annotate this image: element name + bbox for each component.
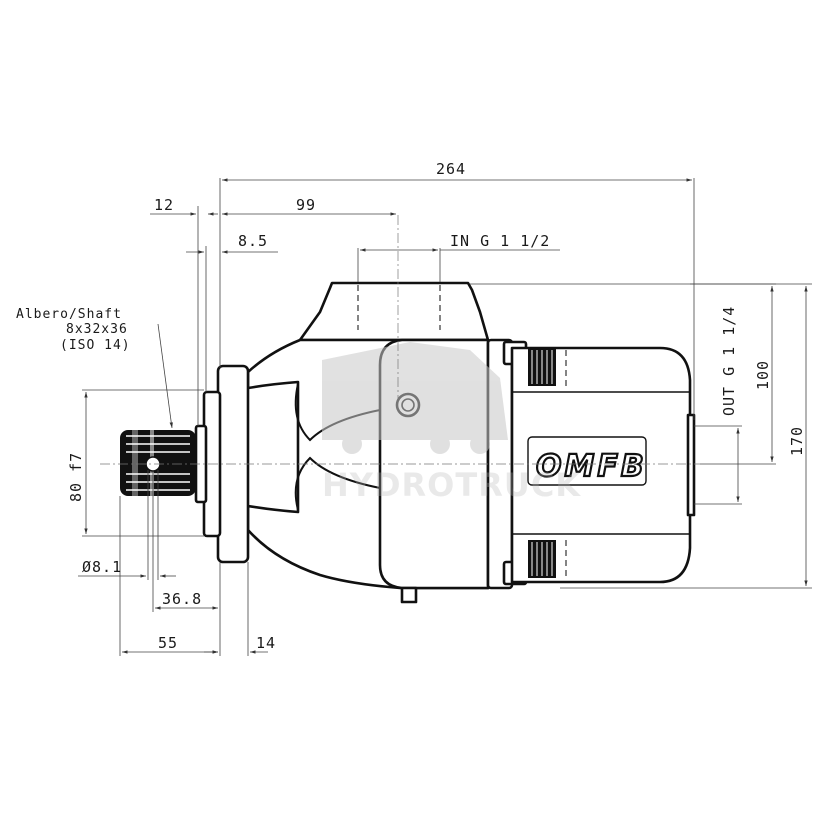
shaft-note-line3: (ISO 14) [60,338,131,353]
bolt-upper [528,348,556,386]
dim-outlet-spacing: 100 [754,360,772,390]
watermark: HYDROTRUCK [322,342,581,504]
dim-pin-diameter: Ø8.1 [82,558,122,576]
dim-overall-length: 264 [436,160,466,178]
center-lines [100,215,700,576]
tail-inner-line [512,391,690,535]
pump-body: OMFB [120,281,696,604]
dimension-lines [78,178,812,656]
housing-recess-lower [294,456,381,511]
outlet-port-label: OUT G 1 1/4 [720,306,738,416]
watermark-text: HYDROTRUCK [322,466,581,504]
logo-plate [527,436,647,486]
inlet-port-label: IN G 1 1/2 [450,232,550,250]
bolt-lower [528,540,556,578]
inlet-boss [298,281,490,342]
dim-flange-thickness: 14 [256,634,276,652]
dimension-labels: 264 12 99 8.5 IN G 1 1/2 80 f7 Ø8.1 36.8… [67,160,806,652]
dim-shaft-height: 80 f7 [67,452,85,502]
outlet-stub [686,413,696,517]
dim-flange-offset: 12 [154,196,174,214]
dim-overall-height: 170 [788,426,806,456]
drain-stub [400,586,418,604]
shaft-note-line1: Albero/Shaft [16,307,122,322]
shaft-note: Albero/Shaft 8x32x36 (ISO 14) [16,307,131,353]
dim-inlet-position: 99 [296,196,316,214]
truck-icon [322,342,508,440]
brand-logo: OMFB [536,449,647,484]
shaft-note-line2: 8x32x36 [66,322,128,337]
dim-shaft-shoulder: 8.5 [238,232,268,250]
dim-shaft-length: 55 [158,634,178,652]
dim-pin-position: 36.8 [162,590,202,608]
